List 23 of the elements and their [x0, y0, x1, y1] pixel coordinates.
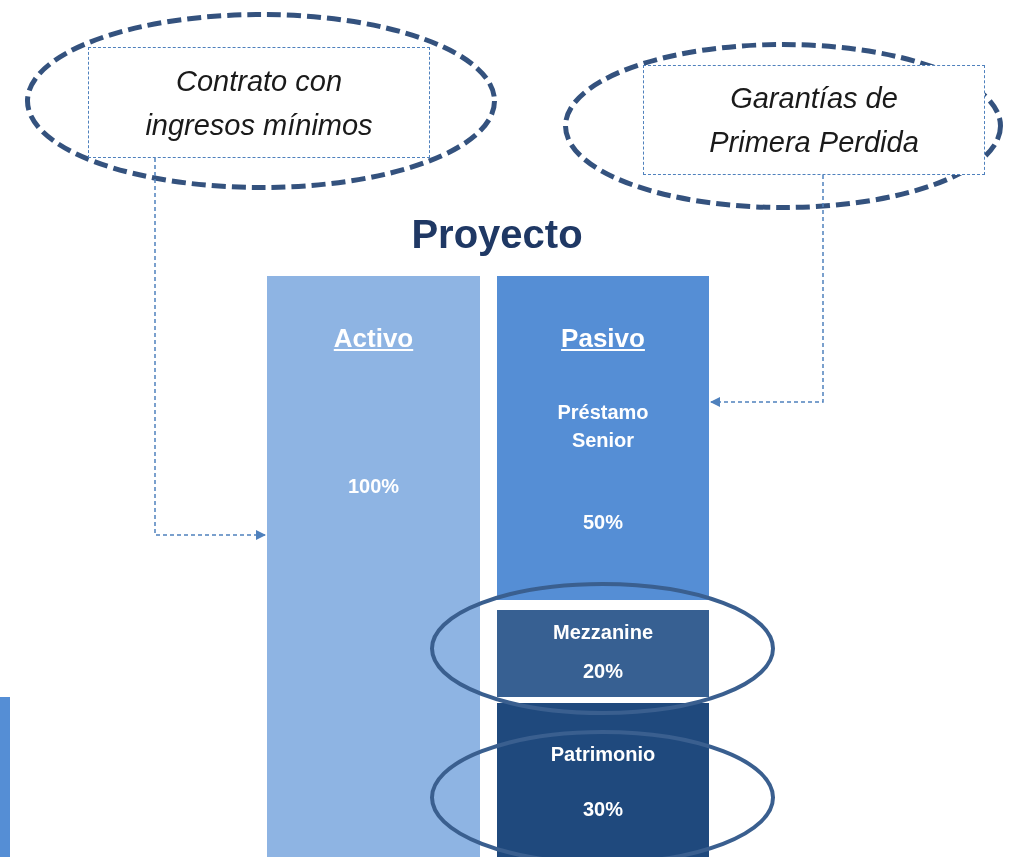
highlight-ellipse [430, 582, 775, 715]
segment-label: Patrimonio [550, 742, 656, 767]
leader-arrow [154, 157, 266, 540]
bar-segment [497, 610, 709, 697]
dashed-text-box [88, 47, 430, 158]
percent-value: 100% [347, 474, 400, 499]
percent-value: 30% [583, 797, 623, 822]
dashed-ellipse [25, 12, 497, 190]
dashed-text-box [643, 65, 985, 175]
segment-label: Mezzanine [553, 620, 653, 645]
percent-value: 20% [583, 659, 623, 684]
dashed-ellipse [563, 42, 1003, 210]
segment-label: Préstamo Senior [556, 400, 650, 453]
column-heading: Pasivo [561, 322, 645, 354]
diagram-title: Proyecto [410, 212, 584, 257]
box-text: Contrato con ingresos mínimos [144, 63, 374, 143]
box-text: Garantías de Primera Perdida [708, 81, 920, 160]
bar-segment [267, 276, 480, 857]
bar-segment [497, 703, 709, 857]
leader-arrow [710, 174, 824, 407]
percent-value: 50% [583, 510, 623, 535]
column-heading: Activo [333, 322, 414, 354]
bar-segment [497, 276, 709, 600]
